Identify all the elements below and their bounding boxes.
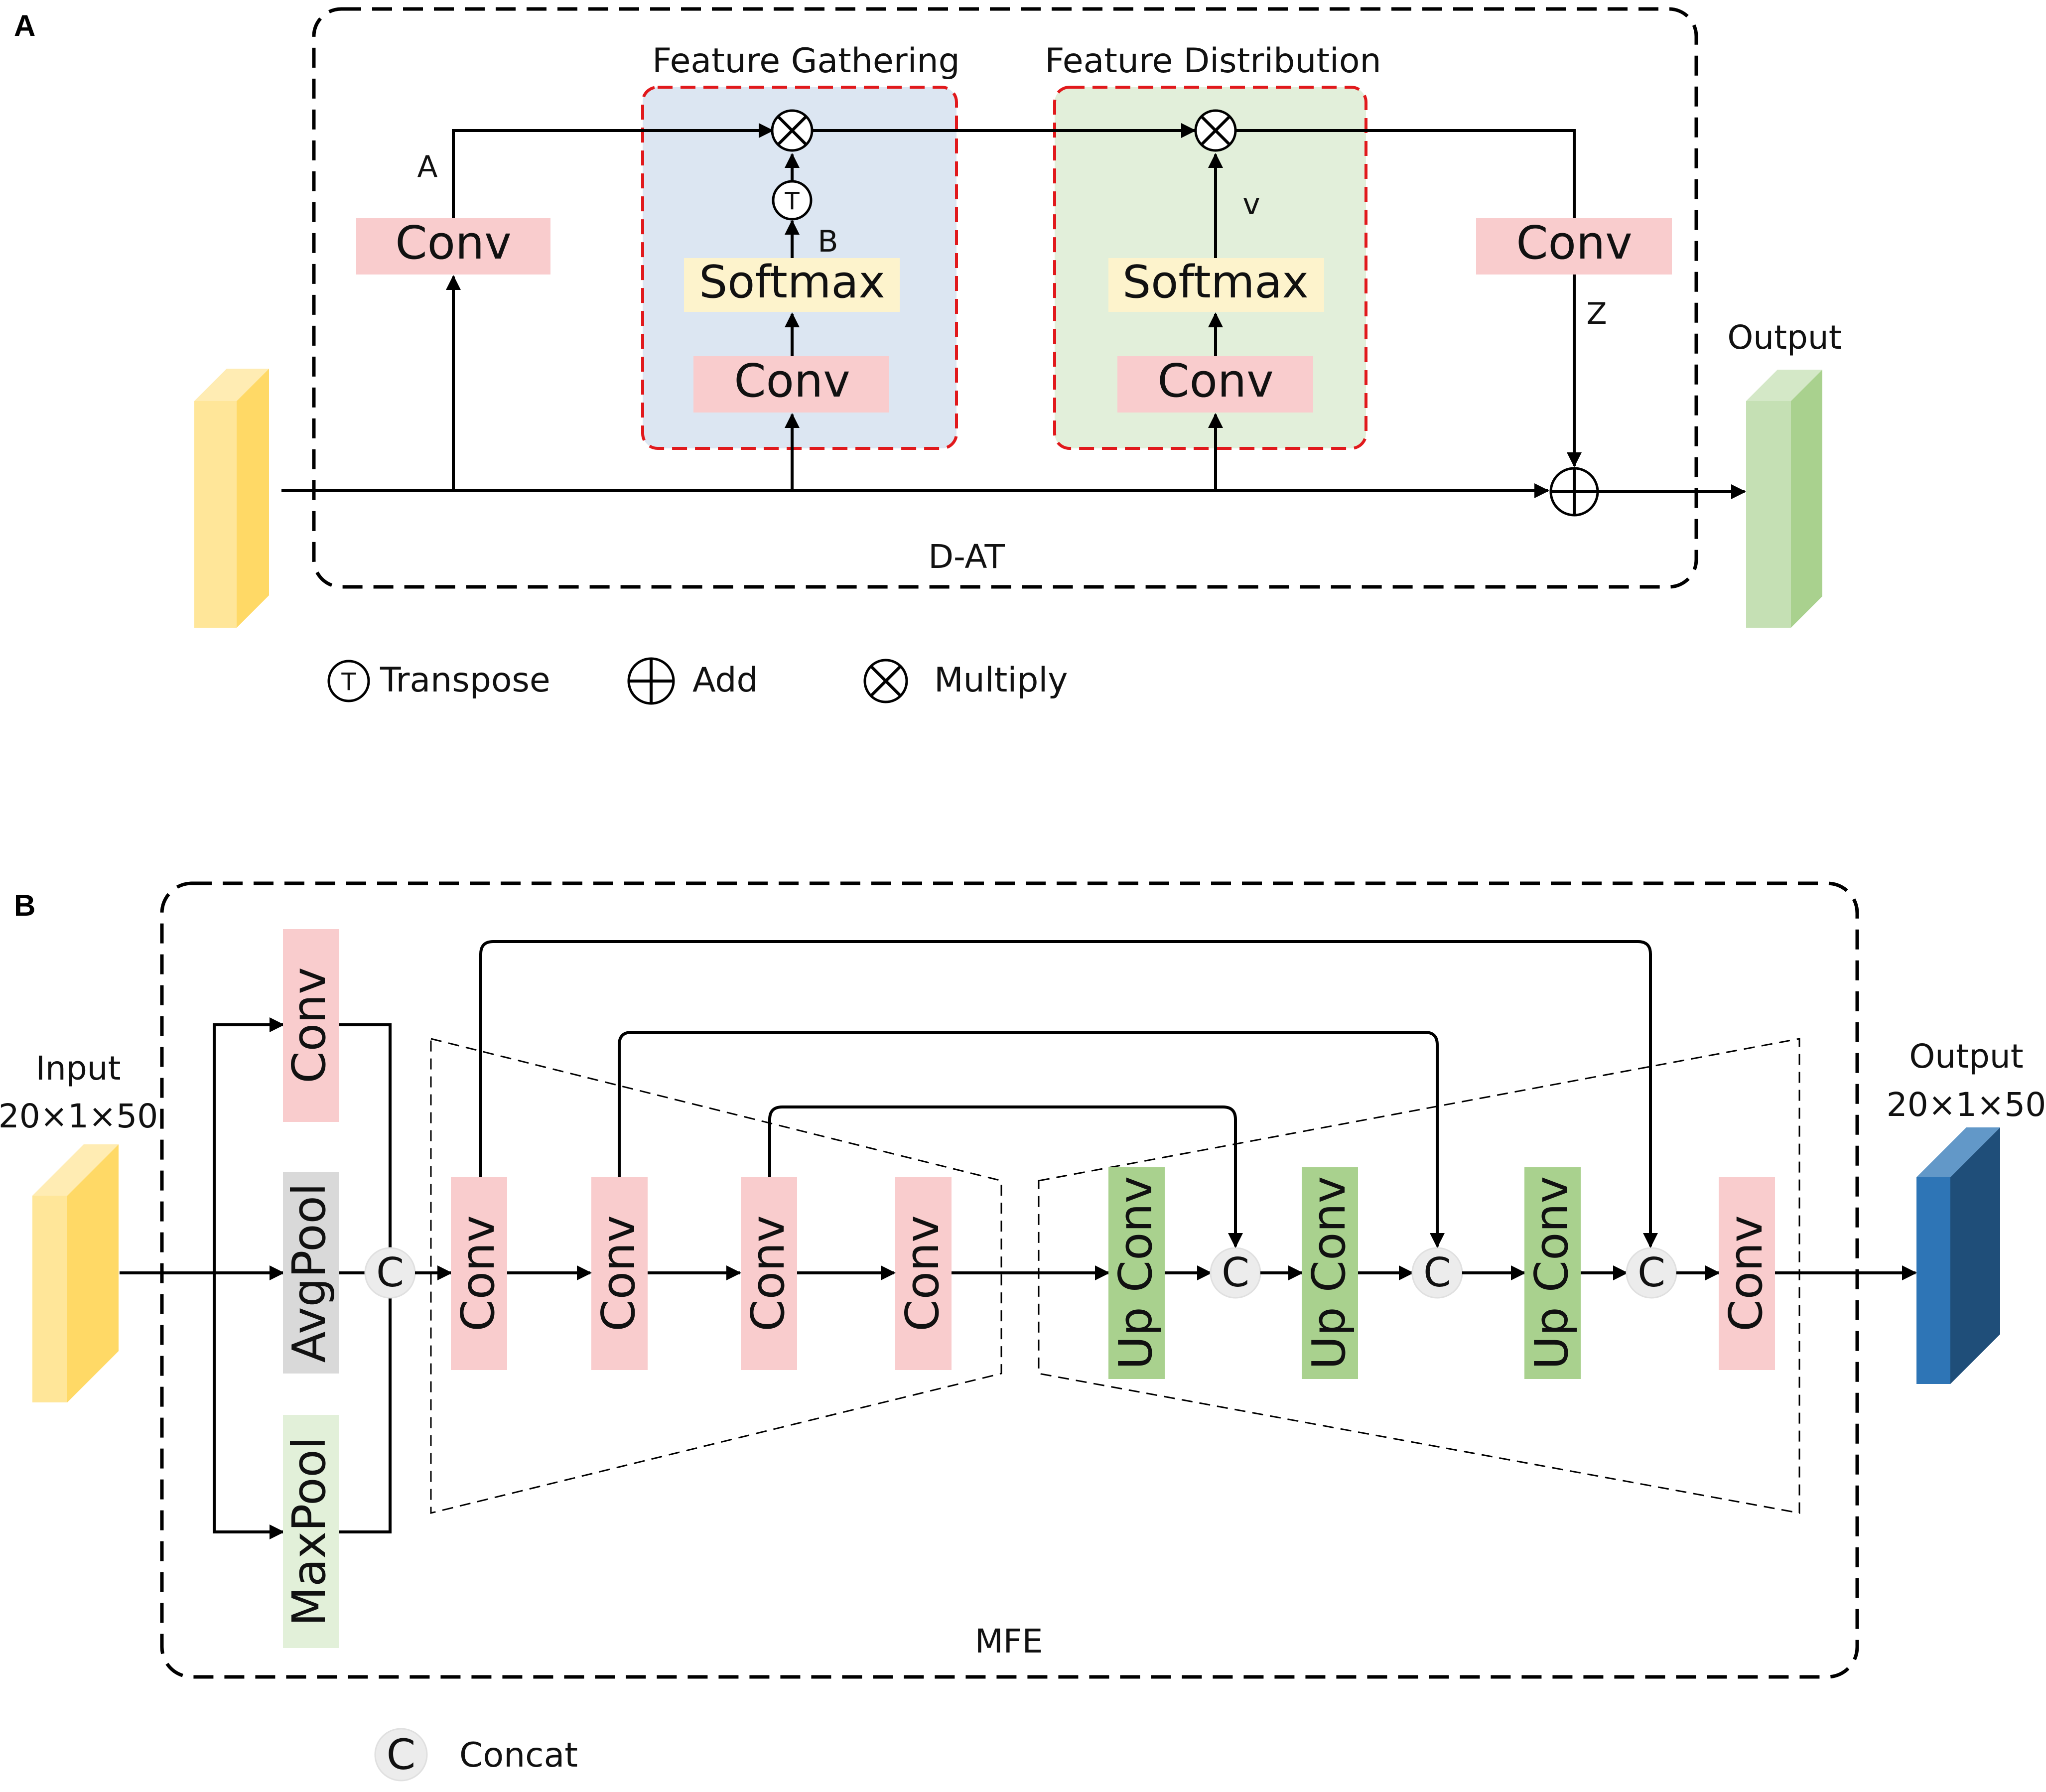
output-label-b: Output <box>1909 1037 2023 1076</box>
encoder-conv-3 <box>741 1177 797 1370</box>
encoder-trapezoid <box>430 1038 1002 1514</box>
conv-a-box <box>356 218 550 275</box>
decoder-trapezoid <box>1038 1038 1800 1514</box>
output-label: Output <box>1727 318 1841 357</box>
legend-transpose-label: Transpose <box>380 661 550 700</box>
branch-conv-label: Conv <box>282 967 336 1083</box>
output-block-front <box>1746 401 1791 628</box>
output-block-top <box>1746 370 1822 401</box>
avgpool-label: AvgPool <box>282 1183 336 1363</box>
panel-a-label: A <box>14 9 35 42</box>
panel-b-label: B <box>14 889 35 922</box>
gathering-softmax-box <box>684 258 900 312</box>
input-tensor-side <box>67 1144 119 1402</box>
branch-conv-box <box>283 929 339 1122</box>
output-tensor-top <box>1916 1127 2000 1177</box>
input-block-top <box>194 369 269 401</box>
final-conv-label: Conv <box>1719 1215 1773 1331</box>
gathering-conv-box <box>693 356 889 413</box>
gathering-multiply-icon <box>771 109 814 152</box>
encoder-conv-4-label: Conv <box>896 1215 949 1331</box>
input-tensor-front <box>32 1196 67 1402</box>
distribution-softmax-label: Softmax <box>1122 256 1309 308</box>
legend-multiply-icon <box>863 659 908 703</box>
skip-connection-inner <box>768 1105 1243 1248</box>
output-block-side <box>1791 370 1822 628</box>
skip-concat-1-mark: C <box>1222 1249 1249 1296</box>
maxpool-box <box>283 1415 339 1648</box>
encoder-conv-1 <box>451 1177 507 1370</box>
legend-transpose-mark: T <box>341 668 356 696</box>
output-tensor-side <box>1950 1127 2000 1384</box>
legend-concat-mark: C <box>387 1730 416 1779</box>
gathering-conv-label: Conv <box>734 354 850 408</box>
input-shape-label: 20×1×50 <box>0 1097 158 1135</box>
input-tensor-top <box>32 1144 119 1196</box>
distribution-conv-label: Conv <box>1157 354 1273 408</box>
distribution-softmax-box <box>1108 258 1324 312</box>
branch-concat-mark: C <box>376 1249 404 1296</box>
conv-z-label: Conv <box>1516 216 1632 270</box>
final-conv-box <box>1719 1177 1775 1370</box>
encoder-conv-2 <box>591 1177 648 1370</box>
legend-transpose-icon <box>327 660 370 702</box>
gathering-softmax-label: Softmax <box>699 256 885 308</box>
input-tensor-block <box>32 1144 119 1402</box>
transpose-icon-mark: T <box>784 187 800 215</box>
legend-concat-label: Concat <box>459 1736 578 1775</box>
skip-connection-middle <box>618 1031 1445 1248</box>
upconv-1-label: Up Conv <box>1109 1176 1162 1370</box>
upconv-3-label: Up Conv <box>1525 1176 1578 1370</box>
d-at-module-label: D-AT <box>928 538 1005 576</box>
input-feature-block <box>194 369 269 628</box>
encoder-conv-1-label: Conv <box>451 1215 505 1331</box>
panel-b: B MFE Input 20×1×50 Output 20×1×50 Conv <box>0 881 2046 1782</box>
mfe-module-border <box>160 881 1859 1679</box>
distribution-multiply-icon <box>1194 109 1237 152</box>
legend-panel-a: T Transpose Add Multiply <box>327 657 1068 705</box>
upconv-2 <box>1302 1167 1358 1379</box>
output-shape-label: 20×1×50 <box>1887 1086 2046 1124</box>
skip-connection-outer <box>479 940 1658 1248</box>
legend-add-label: Add <box>692 661 758 700</box>
legend-add-icon <box>627 657 675 705</box>
input-to-conv-branch <box>213 1017 284 1273</box>
legend-multiply-label: Multiply <box>934 661 1068 700</box>
conv-z-box <box>1476 218 1672 275</box>
feature-distribution-title: Feature Distribution <box>1045 41 1381 81</box>
d-at-module-border <box>312 7 1698 589</box>
input-label: Input <box>36 1049 121 1088</box>
symbol-z-label: Z <box>1586 296 1607 331</box>
upconv-3 <box>1524 1167 1581 1379</box>
mfe-module-label: MFE <box>975 1622 1043 1660</box>
upconv-2-label: Up Conv <box>1302 1176 1356 1370</box>
add-icon <box>1549 467 1599 517</box>
output-tensor-front <box>1916 1177 1950 1384</box>
input-block-side <box>237 369 269 628</box>
maxpool-label: MaxPool <box>282 1437 336 1627</box>
output-feature-block <box>1746 370 1822 628</box>
input-block-front <box>194 401 237 628</box>
encoder-conv-3-label: Conv <box>741 1215 795 1331</box>
a-to-multiply-line <box>452 123 774 218</box>
skip-concat-2-mark: C <box>1423 1249 1451 1296</box>
conv-a-label: Conv <box>395 216 511 270</box>
symbol-a-label: A <box>417 149 437 184</box>
symbol-v-label: v <box>1242 187 1260 222</box>
distribution-to-z-line <box>1235 129 1576 218</box>
encoder-conv-2-label: Conv <box>592 1215 645 1331</box>
skip-concat-3-mark: C <box>1637 1249 1665 1296</box>
upconv-1 <box>1108 1167 1165 1379</box>
legend-concat-icon <box>374 1728 428 1782</box>
feature-gathering-title: Feature Gathering <box>652 41 960 81</box>
panel-a: A D-AT Feature Gathering Feature Distrib… <box>14 7 1842 705</box>
input-to-maxpool-branch <box>213 1273 284 1539</box>
avgpool-box <box>283 1172 339 1374</box>
symbol-b-label: B <box>818 224 838 259</box>
encoder-conv-4 <box>895 1177 952 1370</box>
output-tensor-block <box>1916 1127 2000 1384</box>
distribution-conv-box <box>1117 356 1313 413</box>
